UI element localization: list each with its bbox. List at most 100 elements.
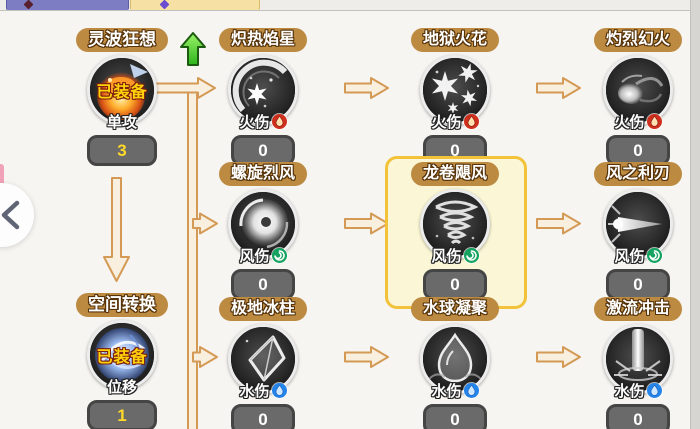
skill-node[interactable]: 地狱火花 火伤 0 xyxy=(380,28,530,166)
skill-level-value: 0 xyxy=(258,410,268,429)
connector-arrow-r1-b xyxy=(536,77,581,99)
tab-left[interactable] xyxy=(6,0,129,10)
comet-skill-icon xyxy=(228,55,298,125)
tab-right[interactable] xyxy=(130,0,260,10)
skill-node[interactable]: 灼烈幻火 火伤 0 xyxy=(563,28,700,166)
skill-attr-row: 水伤 xyxy=(188,380,338,401)
skill-attr-row: 火伤 xyxy=(380,111,530,132)
skill-title: 空间转换 xyxy=(76,293,168,317)
attr-label: 风伤 xyxy=(614,248,645,265)
skill-title: 极地冰柱 xyxy=(218,297,307,321)
skill-icon-wrap xyxy=(603,324,673,394)
attr-label: 火伤 xyxy=(614,114,645,131)
skill-icon-wrap xyxy=(420,324,490,394)
skill-attr-row: 火伤 xyxy=(563,111,700,132)
skill-attr-row: 单攻 xyxy=(47,111,197,132)
skill-node[interactable]: 风之利刃 风伤 0 xyxy=(563,162,700,300)
right-edge-panel xyxy=(690,0,700,429)
waterjet-skill-icon xyxy=(603,324,673,394)
attr-label: 火伤 xyxy=(431,114,462,131)
skill-level-pill: 0 xyxy=(423,404,487,429)
vortex-skill-icon xyxy=(228,189,298,259)
skill-level-value: 0 xyxy=(258,275,268,294)
connector-arrow-r2-b xyxy=(536,212,581,235)
attr-label: 风伤 xyxy=(239,248,270,265)
wind-element-icon xyxy=(646,248,662,263)
skill-node[interactable]: 水球凝聚 水伤 0 xyxy=(380,297,530,429)
connector-arrow-r3-a xyxy=(344,346,389,368)
skill-icon-wrap xyxy=(420,189,490,259)
icicle-skill-icon xyxy=(228,324,298,394)
skill-icon-wrap xyxy=(228,324,298,394)
skill-level-value: 1 xyxy=(117,406,127,425)
fire-element-icon xyxy=(646,114,662,129)
skill-title: 风之利刃 xyxy=(593,162,682,186)
skill-attr-row: 水伤 xyxy=(380,380,530,401)
wind-element-icon xyxy=(463,248,479,263)
skill-node[interactable]: 激流冲击 水伤 0 xyxy=(563,297,700,429)
left-edge-marker xyxy=(0,164,4,192)
tornado-skill-icon xyxy=(420,189,490,259)
skill-icon-wrap: 已装备 xyxy=(87,320,157,390)
skill-level-value: 0 xyxy=(258,141,268,160)
skill-attr-row: 风伤 xyxy=(188,245,338,266)
skill-icon-wrap: 已装备 xyxy=(87,32,206,125)
skill-node[interactable]: 空间转换 已装备 位移 1 xyxy=(47,293,197,429)
purple-diamond-icon xyxy=(159,0,170,10)
waterdrop-skill-icon xyxy=(420,324,490,394)
skill-attr-row: 水伤 xyxy=(563,380,700,401)
skill-node[interactable]: 龙卷飓风 风伤 0 xyxy=(380,156,530,309)
skill-icon-wrap xyxy=(603,189,673,259)
skill-attr-row: 位移 xyxy=(47,376,197,397)
skill-level-value: 0 xyxy=(633,275,643,294)
skill-attr-row: 风伤 xyxy=(563,245,700,266)
skill-title: 灵波狂想 xyxy=(76,28,168,52)
attr-label: 火伤 xyxy=(239,114,270,131)
skill-level-value: 0 xyxy=(450,410,460,429)
skill-node[interactable]: 螺旋烈风 风伤 0 xyxy=(188,162,338,300)
skill-title: 炽热焰星 xyxy=(218,28,307,52)
water-element-icon xyxy=(271,383,287,398)
attr-label: 风伤 xyxy=(431,248,462,265)
fire-element-icon xyxy=(463,114,479,129)
explosion-skill-icon xyxy=(87,55,157,125)
skill-icon-wrap xyxy=(228,55,298,125)
attr-label: 单攻 xyxy=(106,114,137,131)
dark-diamond-icon xyxy=(23,0,34,10)
skill-level-pill: 0 xyxy=(606,269,670,300)
connector-arrow-r2-a xyxy=(344,212,389,235)
skill-node[interactable]: 炽热焰星 火伤 0 xyxy=(188,28,338,166)
skill-title: 激流冲击 xyxy=(593,297,682,321)
skill-icon-wrap xyxy=(603,55,673,125)
skill-level-value: 0 xyxy=(633,141,643,160)
skill-level-value: 3 xyxy=(117,141,127,160)
attr-label: 位移 xyxy=(106,379,137,396)
skill-level-value: 0 xyxy=(450,141,460,160)
connector-branch-2 xyxy=(192,212,218,235)
skill-level-pill: 0 xyxy=(231,269,295,300)
skill-level-value: 0 xyxy=(450,275,460,294)
skill-title: 龙卷飓风 xyxy=(410,162,499,186)
chevron-left-icon xyxy=(1,200,20,230)
upgrade-arrow xyxy=(179,31,207,72)
top-tab-bar xyxy=(0,0,700,11)
windblade-skill-icon xyxy=(603,189,673,259)
fire-element-icon xyxy=(271,114,287,129)
sparks-skill-icon xyxy=(420,55,490,125)
skill-icon-wrap xyxy=(420,55,490,125)
fireball-skill-icon xyxy=(603,55,673,125)
water-element-icon xyxy=(646,383,662,398)
equipped-badge: 已装备 xyxy=(96,84,148,101)
water-element-icon xyxy=(463,383,479,398)
skill-title: 灼烈幻火 xyxy=(593,28,682,52)
connector-arrow-r1-a xyxy=(344,77,389,99)
connector-branch-3 xyxy=(192,346,218,368)
skill-node[interactable]: 极地冰柱 水伤 0 xyxy=(188,297,338,429)
connector-arrow-r3-b xyxy=(536,346,581,368)
attr-label: 水伤 xyxy=(431,383,462,400)
skill-node[interactable]: 灵波狂想 已装备 单攻 3 xyxy=(47,28,206,166)
skill-title: 地狱火花 xyxy=(410,28,499,52)
skill-attr-row: 风伤 xyxy=(380,245,530,266)
